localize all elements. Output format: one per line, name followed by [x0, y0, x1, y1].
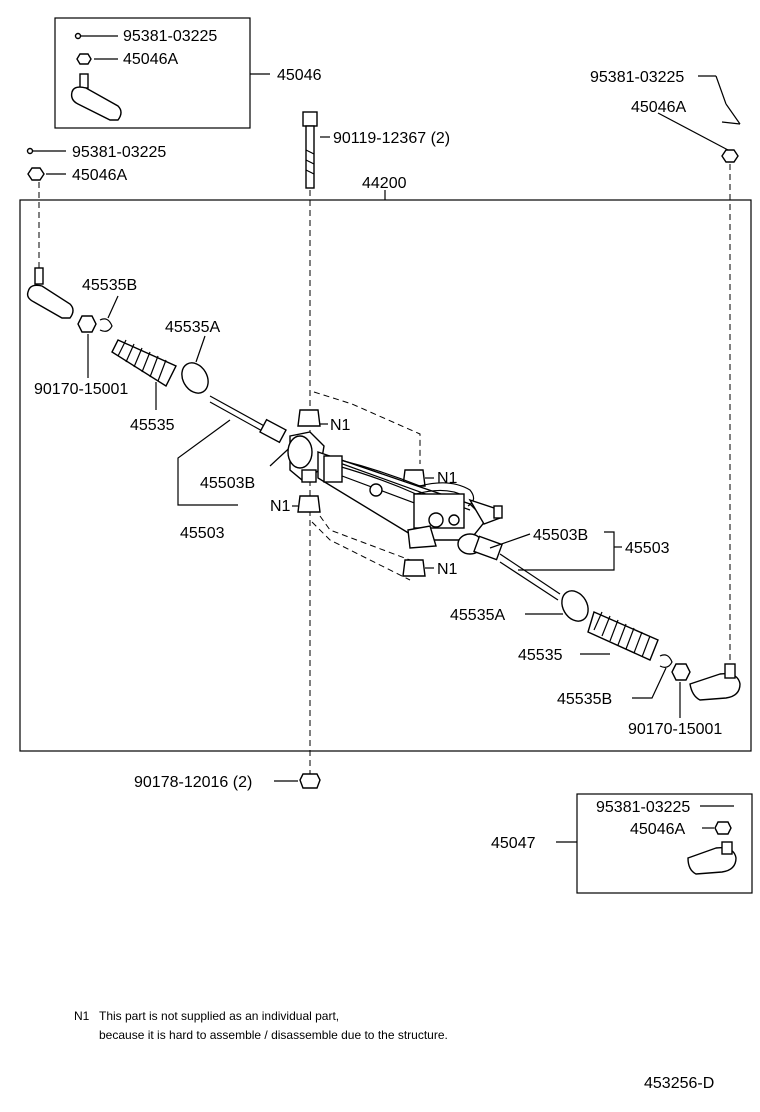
n1-bushing-top-icon	[297, 409, 321, 427]
label-l-boot: 45535	[130, 417, 175, 434]
label-r-clamp-a: 45535A	[450, 607, 505, 624]
left-castle-nut-icon	[27, 167, 45, 181]
label-left-pin: 95381-03225	[72, 144, 166, 161]
inset-box-45047	[556, 793, 753, 894]
label-n1-top: N1	[330, 417, 351, 434]
label-l-jam-nut: 90170-15001	[34, 381, 128, 398]
right-inner-rod-icon	[457, 533, 561, 601]
right-tie-rod-end-icon	[689, 663, 741, 701]
inset-box-45046	[54, 17, 270, 129]
right-jam-nut-icon	[671, 663, 691, 681]
right-cotter-pin-icon	[721, 103, 741, 125]
left-clamp-a-icon	[181, 362, 209, 394]
left-tie-rod-end-icon	[26, 267, 74, 319]
label-nut-bottom: 90178-12016 (2)	[134, 774, 252, 791]
label-l-end-b: 45503B	[200, 475, 255, 492]
note-line-2: because it is hard to assemble / disasse…	[99, 1028, 448, 1042]
bolt-icon	[302, 111, 318, 189]
label-right-pin: 95381-03225	[590, 69, 684, 86]
label-top-box-pin: 95381-03225	[123, 28, 217, 45]
footnote: N1 This part is not supplied as an indiv…	[74, 1009, 448, 1042]
rack-housing-icon	[287, 431, 503, 549]
label-bot-box-pin: 95381-03225	[596, 799, 690, 816]
left-jam-nut-icon	[77, 315, 97, 333]
label-right-nut: 45046A	[631, 99, 686, 116]
label-bot-box-nut: 45046A	[630, 821, 685, 838]
right-boot-icon	[587, 611, 659, 661]
n1-bushing-left-icon	[297, 495, 321, 513]
label-top-box-nut: 45046A	[123, 51, 178, 68]
right-clamp-a-icon	[561, 590, 589, 622]
label-r-clamp-b: 45535B	[557, 691, 612, 708]
label-left-nut: 45046A	[72, 167, 127, 184]
left-boot-icon	[111, 339, 177, 388]
label-n1-bottom: N1	[437, 561, 458, 578]
right-castle-nut-icon	[721, 149, 739, 163]
n1-bushing-bottom-icon	[402, 559, 426, 577]
label-top-box-ref: 45046	[277, 67, 322, 84]
label-r-end-b: 45503B	[533, 527, 588, 544]
label-bot-box-ref: 45047	[491, 835, 536, 852]
label-bolt: 90119-12367 (2)	[333, 130, 450, 147]
label-r-jam-nut: 90170-15001	[628, 721, 722, 738]
label-l-end: 45503	[180, 525, 225, 542]
label-rack-assy: 44200	[362, 175, 407, 192]
note-line-1: This part is not supplied as an individu…	[99, 1009, 339, 1023]
left-tie-rod-icon	[209, 395, 287, 444]
bottom-nut-icon	[299, 773, 321, 789]
label-r-end: 45503	[625, 540, 670, 557]
label-n1-left: N1	[270, 498, 291, 515]
label-l-clamp-b: 45535B	[82, 277, 137, 294]
note-key: N1	[74, 1009, 90, 1023]
label-l-clamp-a: 45535A	[165, 319, 220, 336]
label-r-boot: 45535	[518, 647, 563, 664]
right-clamp-b-icon	[659, 654, 673, 668]
left-cotter-pin-icon	[26, 147, 66, 155]
figure-id: 453256-D	[644, 1075, 714, 1092]
left-clamp-b-icon	[99, 318, 113, 332]
